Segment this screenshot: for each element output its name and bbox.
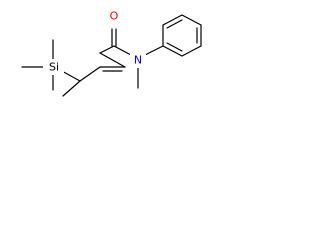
- oxygen-atom-label: O: [110, 10, 119, 23]
- bond-ch-methyl: [62, 80, 81, 97]
- chemical-structure-diagram: O N Si: [21, 8, 202, 97]
- bond-ch2-carbonyl: [99, 45, 115, 54]
- atom-labels: O N Si: [43, 8, 146, 75]
- nitrogen-atom-label: N: [134, 54, 142, 67]
- oxygen-label-bg: [104, 8, 120, 24]
- silicon-atom-label: Si: [49, 61, 59, 74]
- phenyl-ring: [162, 14, 202, 57]
- bond-ch-alkene: [79, 66, 101, 82]
- silicon-label-bg: [43, 59, 64, 75]
- bond-carbonyl-n: [113, 45, 132, 56]
- bond-n-phenyl: [144, 45, 164, 56]
- nitrogen-label-bg: [130, 52, 146, 68]
- bond-alkene-ch2: [99, 52, 126, 68]
- bonds: [21, 14, 202, 97]
